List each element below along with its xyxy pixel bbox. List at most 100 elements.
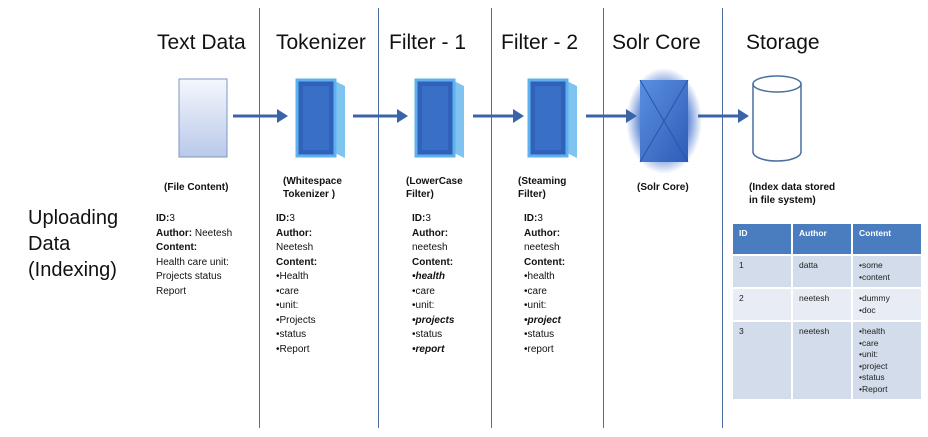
cell-content: •some •content: [853, 256, 921, 287]
document-icon: [178, 78, 228, 158]
cell-content: •dummy •doc: [853, 289, 921, 320]
arrow-5: [698, 109, 749, 123]
heading-text-data: Text Data: [157, 31, 246, 54]
cell-id: 2: [733, 289, 791, 320]
token: •report: [524, 343, 554, 355]
id-label: ID:: [524, 213, 538, 224]
storage-cylinder-icon: [752, 75, 802, 162]
id-label: ID:: [156, 213, 170, 224]
token: •status: [412, 329, 443, 340]
content-item: •some: [859, 260, 883, 270]
content-label: Content:: [156, 242, 198, 253]
token: •unit:: [524, 300, 547, 311]
separator-5: [722, 8, 723, 428]
caption-text-data: (File Content): [164, 182, 229, 193]
tokenizer-id: ID:3: [276, 212, 317, 227]
cell-id: 3: [733, 322, 791, 399]
id-value: 3: [425, 213, 431, 224]
arrow-4: [586, 109, 637, 123]
filter-2-block-icon: [527, 78, 577, 158]
content-item: •project: [859, 360, 888, 371]
content-item: •health: [859, 326, 886, 336]
content-line-2: Projects status: [156, 271, 222, 282]
heading-filter-1: Filter - 1: [389, 31, 467, 54]
token: •care: [276, 285, 299, 297]
token: •Projects: [276, 314, 316, 326]
side-label-line-2: Data: [28, 233, 71, 255]
content-item: •dummy: [859, 293, 890, 303]
cell-author: neetesh: [793, 289, 851, 320]
table-row: 3 neetesh •health •care •unit: •project …: [733, 322, 921, 399]
arrow-3: [473, 109, 524, 123]
text-data-author: Author: Neetesh: [156, 227, 232, 242]
content-line-1: Health care unit:: [156, 256, 229, 268]
token-changed: •health: [412, 271, 445, 282]
tokenizer-block-icon: [295, 78, 345, 158]
author-value: Neetesh: [194, 227, 233, 239]
arrow-1: [233, 109, 288, 123]
content-item: •status: [859, 372, 885, 382]
col-header-author: Author: [793, 224, 851, 254]
content-item: •unit:: [859, 349, 879, 359]
filter-2-id: ID:3: [524, 212, 565, 227]
token: •unit:: [412, 300, 435, 311]
cell-id: 1: [733, 256, 791, 287]
tokenizer-info: ID:3 Author: Neetesh Content: •Health •c…: [276, 212, 317, 357]
id-value: 3: [169, 213, 175, 224]
filter-2-info: ID:3 Author: neetesh Content: •health •c…: [524, 212, 565, 357]
author-value: neetesh: [412, 242, 448, 253]
table-header-row: ID Author Content: [733, 224, 921, 254]
token: •care: [412, 285, 435, 297]
content-label: Content:: [412, 256, 454, 268]
caption-tokenizer: (Whitespace Tokenizer ): [283, 176, 342, 200]
token: •Report: [276, 343, 310, 355]
token-changed: •projects: [412, 314, 455, 326]
author-value: Neetesh: [276, 242, 314, 253]
filter-1-info: ID:3 Author: neetesh Content: •health •c…: [412, 212, 454, 357]
separator-2: [378, 8, 379, 428]
content-label: Content:: [276, 256, 318, 268]
filter-1-block-icon: [414, 78, 464, 158]
separator-4: [603, 8, 604, 428]
heading-filter-2: Filter - 2: [501, 31, 579, 54]
cell-author: datta: [793, 256, 851, 287]
filter-1-id: ID:3: [412, 212, 454, 227]
side-label-line-3: (Indexing): [28, 259, 117, 281]
token: •health: [524, 271, 555, 282]
content-item: •content: [859, 271, 890, 282]
table-row: 1 datta •some •content: [733, 256, 921, 287]
id-value: 3: [537, 213, 543, 224]
id-value: 3: [289, 213, 295, 224]
side-label-line-1: Uploading: [28, 207, 119, 229]
cell-content: •health •care •unit: •project •status •R…: [853, 322, 921, 399]
col-header-id: ID: [733, 224, 791, 254]
token: •status: [524, 329, 555, 340]
solr-core-icon: [626, 68, 702, 174]
table-row: 2 neetesh •dummy •doc: [733, 289, 921, 320]
cell-author: neetesh: [793, 322, 851, 399]
token-changed: •project: [524, 314, 561, 326]
separator-1: [259, 8, 260, 428]
caption-solr-core: (Solr Core): [637, 182, 689, 193]
heading-storage: Storage: [746, 31, 820, 54]
id-label: ID:: [412, 213, 426, 224]
col-header-content: Content: [853, 224, 921, 254]
author-label: Author:: [412, 227, 449, 239]
token: •care: [524, 285, 547, 297]
heading-tokenizer: Tokenizer: [276, 31, 366, 54]
content-line-3: Report: [156, 285, 187, 297]
author-value: neetesh: [524, 242, 560, 253]
token: •status: [276, 329, 307, 340]
heading-solr-core: Solr Core: [612, 31, 701, 54]
token: •unit:: [276, 300, 299, 311]
text-data-id: ID:3: [156, 212, 232, 227]
content-label: Content:: [524, 256, 566, 268]
content-item: •doc: [859, 304, 876, 315]
side-label: Uploading Data (Indexing): [28, 205, 118, 283]
author-label: Author:: [156, 227, 193, 239]
storage-table: ID Author Content 1 datta •some •content…: [731, 222, 923, 401]
content-item: •care: [859, 337, 879, 348]
author-label: Author:: [276, 227, 313, 239]
separator-3: [491, 8, 492, 428]
caption-filter-2: (Steaming Filter): [518, 176, 567, 200]
